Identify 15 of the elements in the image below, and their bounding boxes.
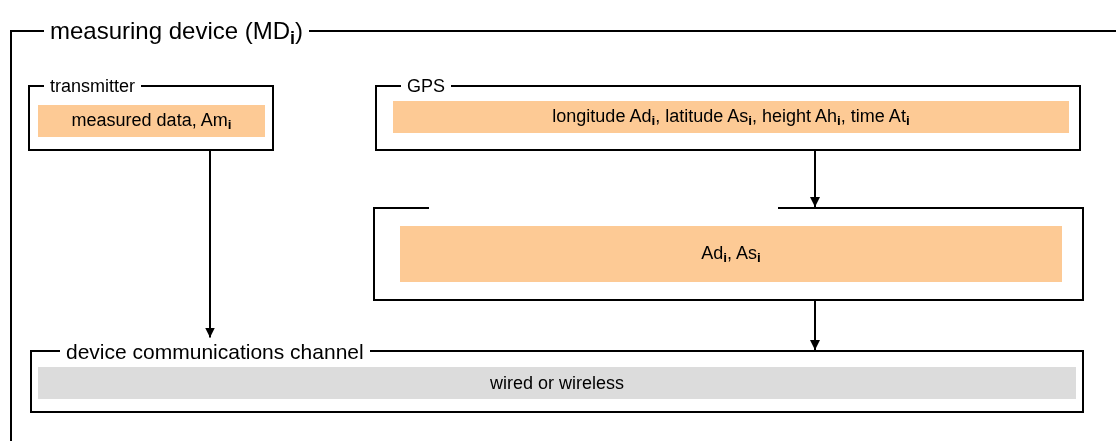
data-label: longitude Ad$_{i}$, latitude As$_{i}$, height Ah$_{i}$, time At$_{i}$ bbox=[552, 105, 910, 129]
group-heading: GPS bbox=[401, 77, 451, 95]
arrow bbox=[810, 150, 820, 208]
arrow bbox=[810, 300, 820, 351]
data-band bbox=[393, 101, 1069, 133]
data-label: Ad$_{i}$, As$_{i}$ bbox=[701, 242, 761, 266]
group-heading: measuring device (MD$_{i}$) bbox=[44, 19, 310, 47]
arrow bbox=[205, 150, 215, 339]
data-band bbox=[400, 226, 1062, 282]
data-label: measured data, Am$_{i}$ bbox=[71, 109, 232, 133]
group-heading: transmitter bbox=[44, 77, 142, 95]
data-band bbox=[38, 367, 1076, 399]
group-box bbox=[373, 207, 1084, 301]
data-band bbox=[38, 105, 265, 137]
data-label: wired or wireless bbox=[489, 372, 624, 394]
